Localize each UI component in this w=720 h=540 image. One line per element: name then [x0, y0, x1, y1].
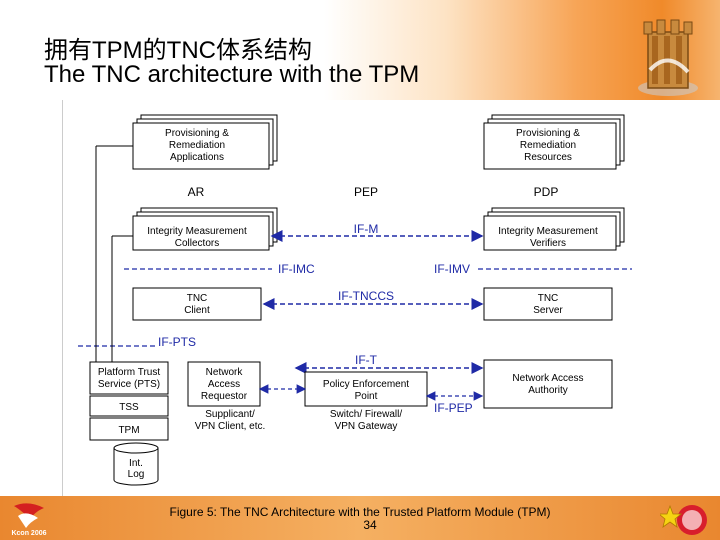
- header-banner: [0, 0, 720, 100]
- figure-caption: Figure 5: The TNC Architecture with the …: [169, 505, 551, 519]
- imc-box: Integrity Measurement Collectors: [132, 207, 278, 251]
- slide-title-english: The TNC architecture with the TPM: [44, 61, 420, 88]
- svg-text:Provisioning &: Provisioning &: [165, 128, 229, 139]
- svg-text:Platform Trust: Platform Trust: [98, 367, 160, 378]
- slide-title-chinese: 拥有TPM的TNC体系结构: [44, 37, 312, 64]
- svg-text:Provisioning &: Provisioning &: [516, 128, 580, 139]
- page-number: 34: [363, 518, 377, 532]
- if-tnccs-label: IF-TNCCS: [338, 289, 394, 303]
- integrity-log-cylinder: Int. Log: [113, 442, 159, 486]
- svg-text:TNC: TNC: [187, 293, 208, 304]
- svg-text:Network: Network: [206, 367, 244, 378]
- svg-text:Kcon 2006: Kcon 2006: [11, 530, 46, 537]
- kcon-logo-icon: Kcon 2006: [11, 503, 47, 537]
- diagram-canvas: Provisioning & Remediation Applications …: [62, 100, 632, 496]
- pts-stack: Platform Trust Service (PTS) TSS TPM: [89, 361, 169, 441]
- svg-text:Applications: Applications: [170, 152, 224, 163]
- if-imc-label: IF-IMC: [278, 262, 315, 276]
- svg-text:Requestor: Requestor: [201, 391, 248, 402]
- tnc-server-box: TNC Server: [483, 287, 613, 321]
- svg-text:Integrity Measurement: Integrity Measurement: [147, 226, 247, 237]
- svg-text:Resources: Resources: [524, 152, 572, 163]
- castle-logo-icon: [638, 19, 698, 96]
- svg-text:Service (PTS): Service (PTS): [98, 379, 160, 390]
- prov-apps-box: Provisioning & Remediation Applications: [132, 114, 278, 170]
- tnc-client-box: TNC Client: [132, 287, 262, 321]
- prov-resources-box: Provisioning & Remediation Resources: [483, 114, 625, 170]
- pep-box: Policy Enforcement Point: [304, 371, 428, 407]
- footer-bar: [0, 496, 720, 540]
- svg-text:Collectors: Collectors: [175, 238, 219, 249]
- supplicant-label-line2: VPN Client, etc.: [195, 421, 266, 432]
- if-pts-label: IF-PTS: [158, 335, 196, 349]
- if-pep-label: IF-PEP: [434, 401, 473, 415]
- svg-text:Integrity Measurement: Integrity Measurement: [498, 226, 598, 237]
- switch-label-line2: VPN Gateway: [335, 421, 398, 432]
- svg-text:Server: Server: [533, 305, 563, 316]
- switch-label-line1: Switch/ Firewall/: [330, 409, 402, 420]
- svg-text:Policy Enforcement: Policy Enforcement: [323, 379, 409, 390]
- svg-text:Log: Log: [128, 469, 145, 480]
- svg-text:Network Access: Network Access: [512, 373, 583, 384]
- if-imv-label: IF-IMV: [434, 262, 470, 276]
- svg-text:Point: Point: [355, 391, 378, 402]
- naa-box: Network Access Authority: [483, 359, 613, 409]
- svg-text:TNC: TNC: [538, 293, 559, 304]
- nar-box: Network Access Requestor: [187, 361, 261, 407]
- tnc-architecture-diagram: Provisioning & Remediation Applications …: [62, 100, 634, 496]
- svg-text:Remediation: Remediation: [169, 140, 225, 151]
- svg-text:Client: Client: [184, 305, 210, 316]
- mascot-logo-icon: [660, 504, 707, 535]
- column-header-ar: AR: [188, 185, 205, 199]
- svg-text:Int.: Int.: [129, 458, 143, 469]
- svg-text:Verifiers: Verifiers: [530, 238, 566, 249]
- svg-text:Authority: Authority: [528, 385, 567, 396]
- svg-text:Remediation: Remediation: [520, 140, 576, 151]
- if-t-label: IF-T: [355, 353, 378, 367]
- if-m-label: IF-M: [354, 222, 379, 236]
- column-header-pep: PEP: [354, 185, 378, 199]
- imv-box: Integrity Measurement Verifiers: [483, 207, 625, 251]
- supplicant-label-line1: Supplicant/: [205, 409, 255, 420]
- svg-text:TSS: TSS: [119, 402, 139, 413]
- column-header-pdp: PDP: [534, 185, 559, 199]
- svg-text:TPM: TPM: [118, 425, 139, 436]
- svg-text:Access: Access: [208, 379, 240, 390]
